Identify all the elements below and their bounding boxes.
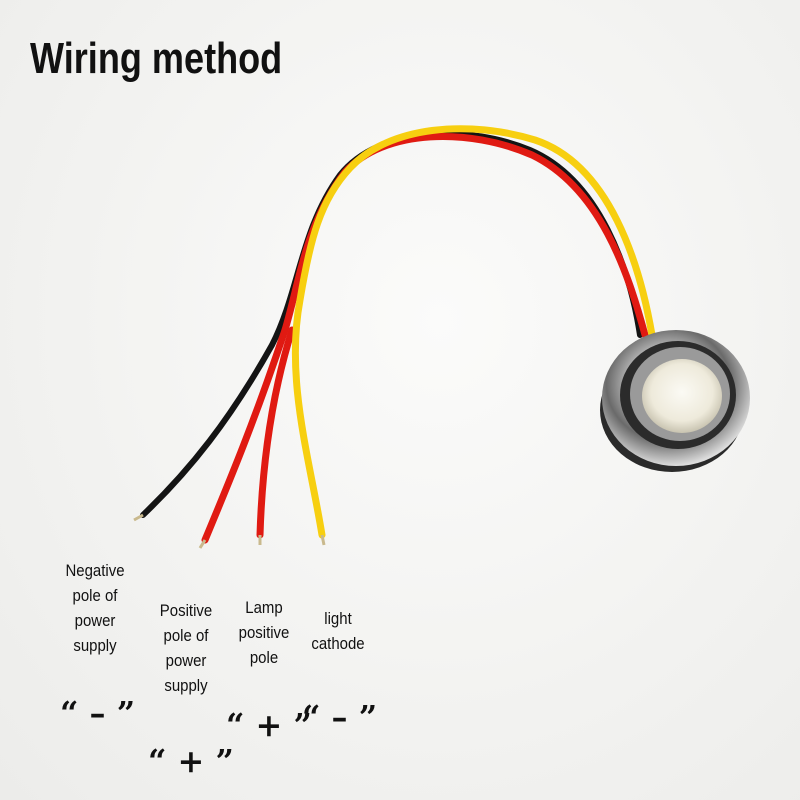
symbol-light-cathode: “ – ” <box>302 698 378 736</box>
page-title: Wiring method <box>30 34 283 83</box>
symbol-lamp-positive: “ + ” <box>226 706 312 744</box>
symbol-positive-supply: “ + ” <box>148 742 234 780</box>
button-face <box>642 359 722 433</box>
red-wire-2 <box>256 326 296 539</box>
black-wire <box>140 130 643 518</box>
yellow-wire <box>291 125 656 539</box>
label-lamp-positive: Lamp positive pole <box>238 598 290 667</box>
label-light-cathode: light cathode <box>311 609 365 653</box>
red-wire-1 <box>201 133 649 544</box>
label-negative-supply: Negative pole of power supply <box>65 561 125 655</box>
label-positive-supply: Positive pole of power supply <box>159 601 213 695</box>
symbol-negative-supply: “ – ” <box>60 694 136 732</box>
